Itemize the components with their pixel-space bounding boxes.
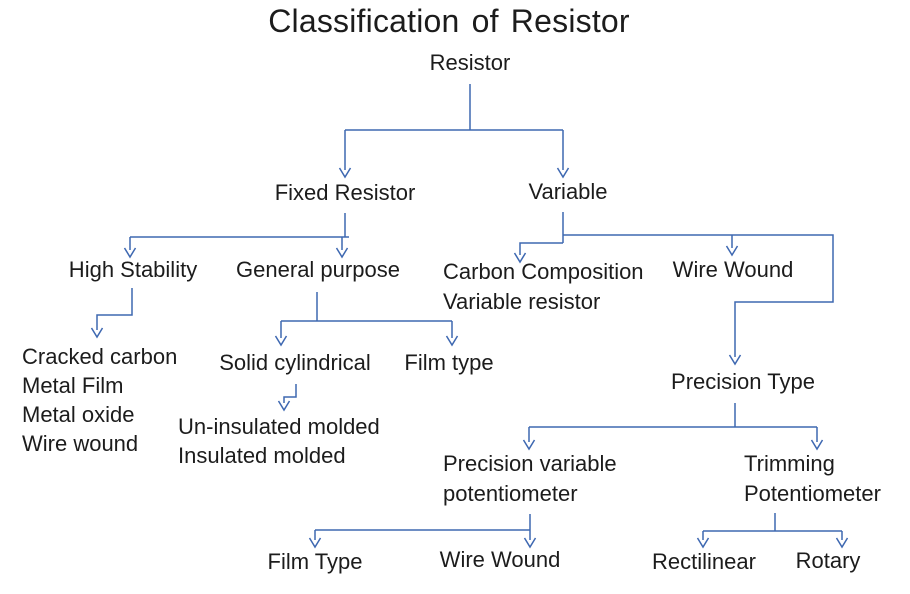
arrowhead-icon xyxy=(522,439,536,451)
node-variable: Variable xyxy=(528,178,607,206)
node-resistor: Resistor xyxy=(430,49,511,77)
node-line: Wire wound xyxy=(22,431,139,456)
arrowhead-icon xyxy=(274,335,288,347)
node-line: Solid cylindrical xyxy=(219,350,371,375)
node-rotary: Rotary xyxy=(796,547,861,575)
node-solid-cylindrical: Solid cylindrical xyxy=(219,349,371,377)
node-general-purpose: General purpose xyxy=(236,256,400,284)
node-line: Potentiometer xyxy=(744,481,881,506)
node-line: Cracked carbon xyxy=(22,344,178,369)
arrowhead-icon xyxy=(523,537,537,549)
node-line: Fixed Resistor xyxy=(274,180,416,205)
arrowhead-icon xyxy=(123,247,137,259)
arrowhead-icon xyxy=(810,439,824,451)
node-line: Precision variable xyxy=(443,451,617,476)
arrowhead-icon xyxy=(556,167,570,179)
node-line: Rotary xyxy=(795,548,861,573)
edge-variable-branch-left xyxy=(519,242,563,255)
arrowhead-icon xyxy=(835,537,849,549)
node-line: Metal Film xyxy=(22,373,124,398)
edge-solid-cylindrical-hook xyxy=(283,384,297,403)
node-line: Variable xyxy=(528,179,608,204)
arrowhead-icon xyxy=(277,400,291,412)
node-precision-type: Precision Type xyxy=(671,368,815,396)
arrowhead-icon xyxy=(445,335,459,347)
node-line: Wire Wound xyxy=(439,547,561,572)
arrowhead-icon xyxy=(728,354,742,366)
node-line: High Stability xyxy=(68,257,198,282)
node-line: Rectilinear xyxy=(652,549,756,574)
edge-high-stability-hook xyxy=(96,288,133,330)
arrowhead-icon xyxy=(513,252,527,264)
node-line: Insulated molded xyxy=(178,443,346,468)
arrowhead-icon xyxy=(335,247,349,259)
arrowhead-icon xyxy=(696,537,710,549)
arrowhead-icon xyxy=(725,245,739,257)
node-line: Precision Type xyxy=(671,369,815,394)
edge-variable-branch-right xyxy=(563,234,834,357)
node-line: Trimming xyxy=(744,451,835,476)
node-fixed-resistor: Fixed Resistor xyxy=(275,179,416,207)
node-wire-wound-precision: Wire Wound xyxy=(440,546,561,574)
arrowhead-icon xyxy=(90,327,104,339)
arrowhead-icon xyxy=(308,537,322,549)
page-title: Classification of Resistor xyxy=(268,3,630,39)
node-line: Film Type xyxy=(267,549,363,574)
node-line: Variable resistor xyxy=(443,289,601,314)
node-line: Carbon Composition xyxy=(443,259,644,284)
node-line: Un-insulated molded xyxy=(178,414,380,439)
node-line: potentiometer xyxy=(443,481,578,506)
node-precision-variable-potentiometer: Precision variable potentiometer xyxy=(443,449,617,509)
node-line: Resistor xyxy=(429,50,511,75)
node-rectilinear: Rectilinear xyxy=(652,548,756,576)
node-film-type-precision: Film Type xyxy=(268,548,363,576)
node-high-stability: High Stability xyxy=(69,256,197,284)
node-line: General purpose xyxy=(236,257,400,282)
node-film-type-general: Film type xyxy=(404,349,493,377)
node-wire-wound-variable: Wire Wound xyxy=(673,256,794,284)
node-line: Metal oxide xyxy=(22,402,135,427)
node-line: Wire Wound xyxy=(672,257,794,282)
arrowhead-icon xyxy=(338,167,352,179)
node-line: Film type xyxy=(404,350,494,375)
